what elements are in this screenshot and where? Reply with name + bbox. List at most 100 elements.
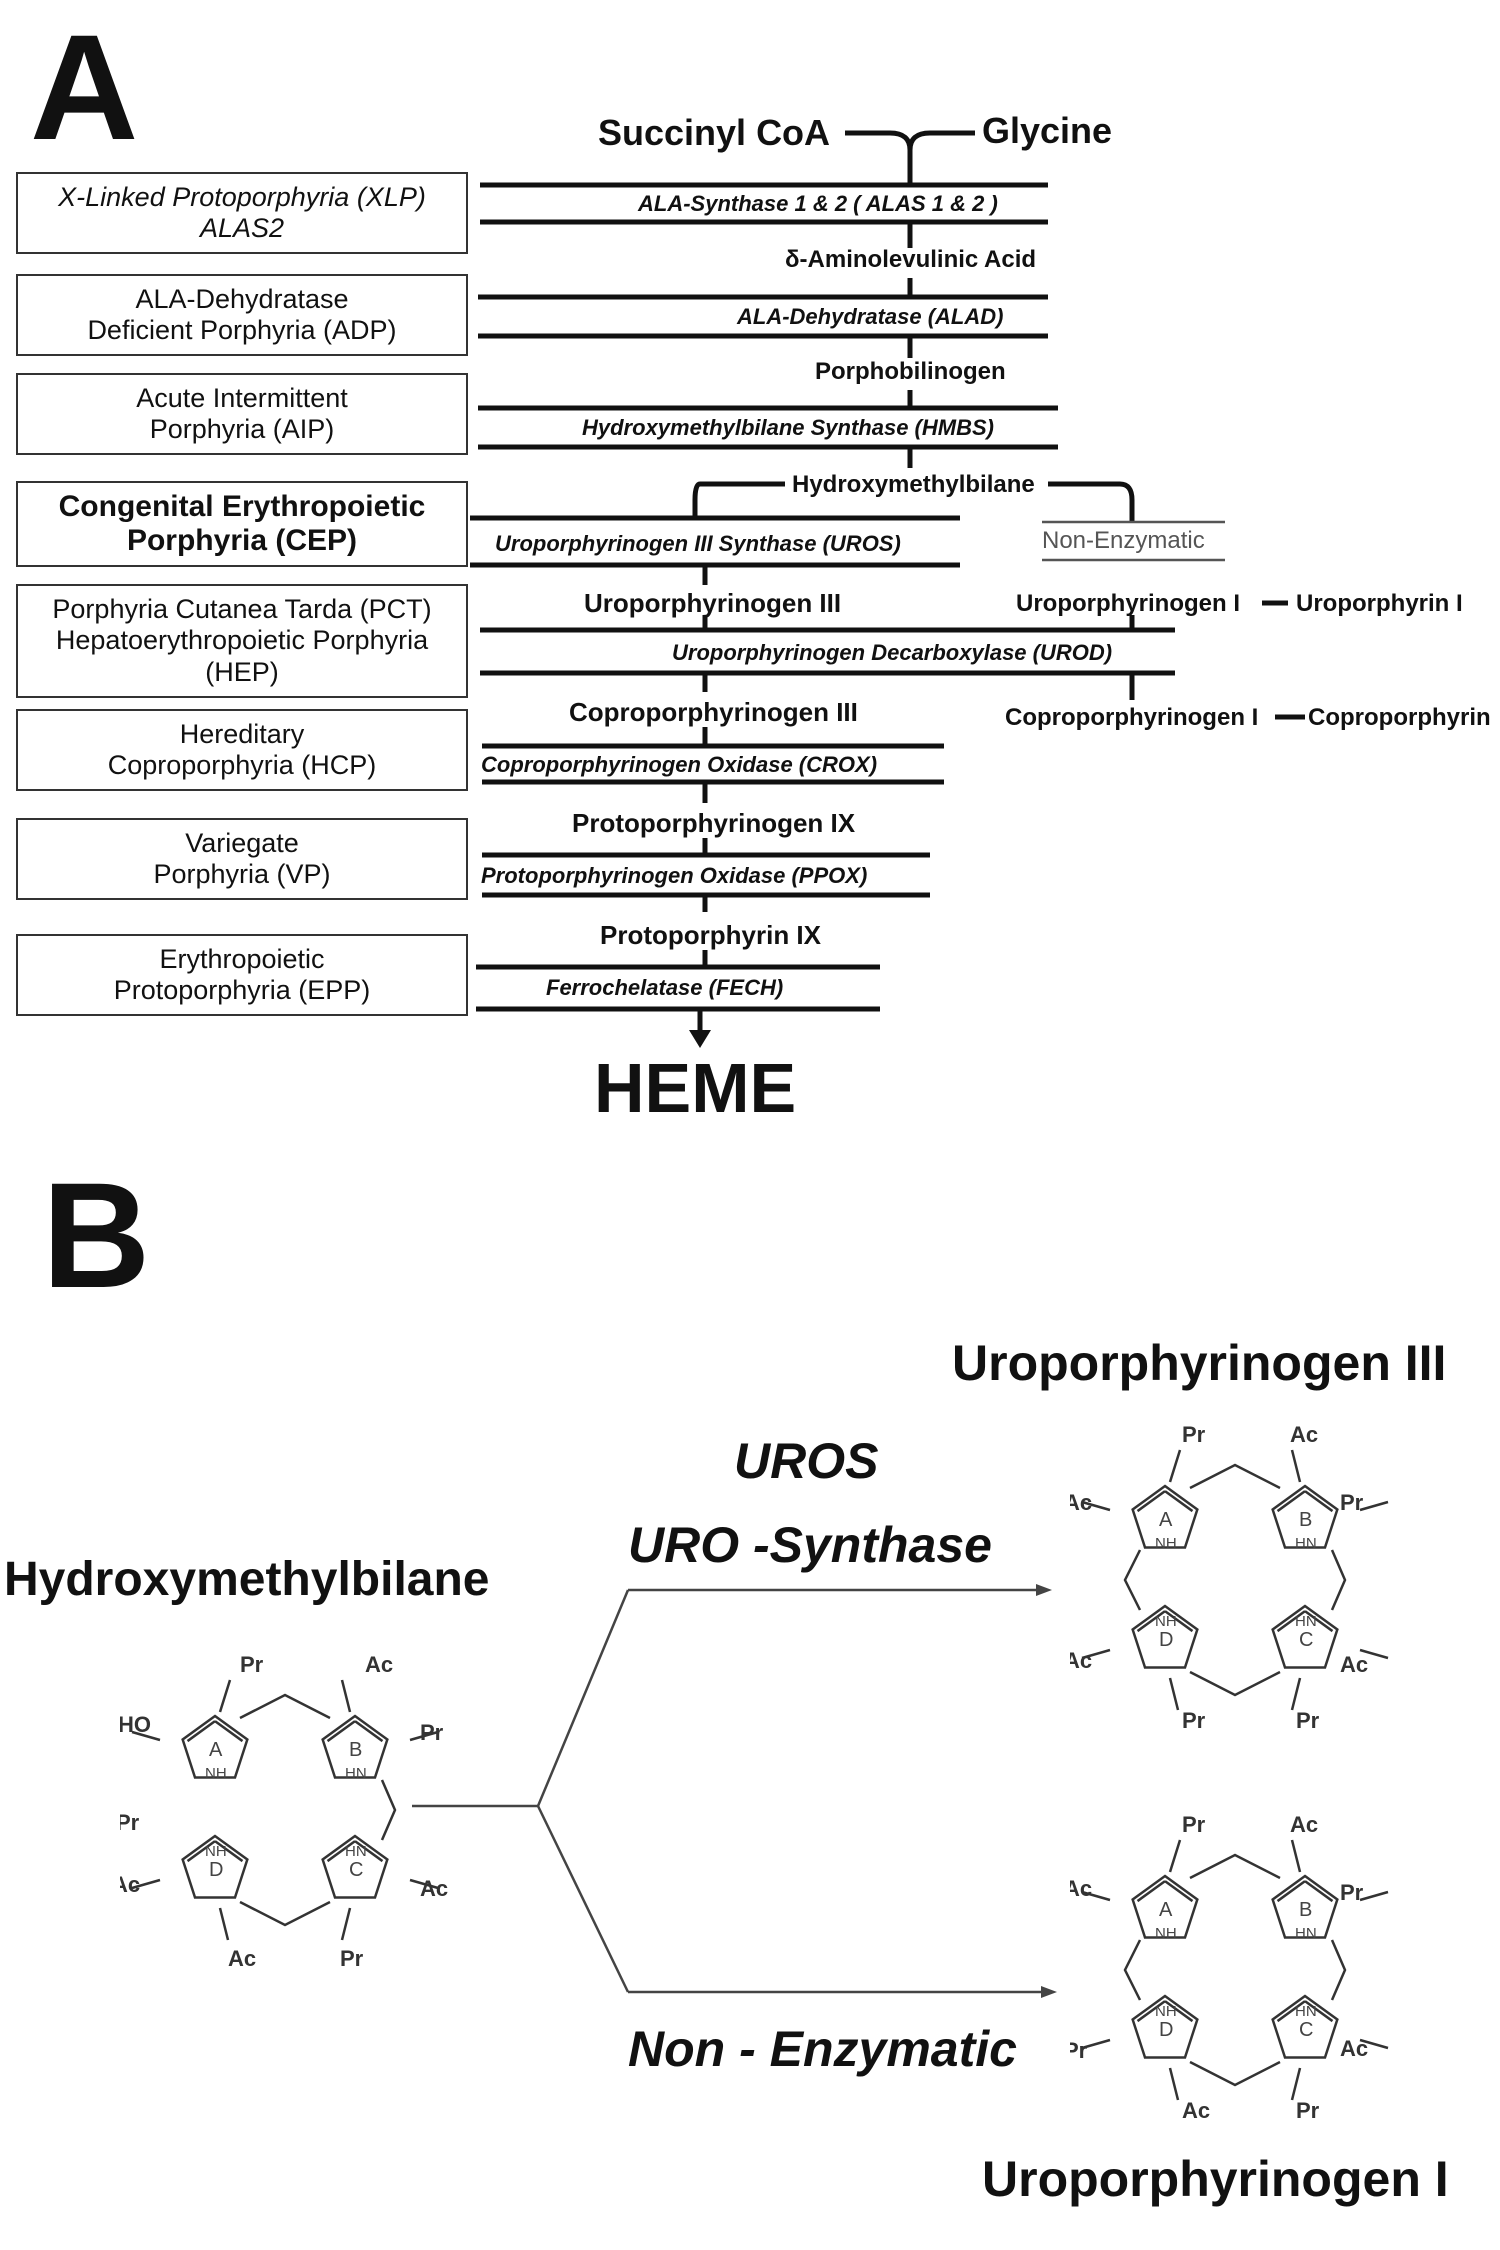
disease-name: Protoporphyria (EPP) [113, 975, 371, 1005]
disease-box-hcp: Hereditary Coproporphyria (HCP) [16, 709, 468, 791]
substituent-ac: Ac [1070, 1490, 1092, 1515]
disease-gene: ALAS2 [199, 213, 285, 243]
substituent-pr: Pr [1182, 1708, 1206, 1733]
substituent-pr: Pr [1182, 1422, 1206, 1447]
substituent-pr: Pr [1182, 1812, 1206, 1837]
ring-letter: B [1299, 1899, 1312, 1921]
enzyme-hmbs: Hydroxymethylbilane Synthase (HMBS) [582, 415, 994, 440]
substituent-pr: Pr [1296, 1708, 1320, 1733]
ring-letter: B [349, 1739, 362, 1761]
glycine-label: Glycine [982, 110, 1113, 151]
ring-letter: C [349, 1859, 363, 1881]
ring-letter: A [1159, 1509, 1173, 1531]
uros-label: UROS [734, 1433, 879, 1489]
disease-box-xlp: X-Linked Protoporphyria (XLP) ALAS2 [16, 172, 468, 254]
disease-box-epp: Erythropoietic Protoporphyria (EPP) [16, 934, 468, 1016]
metabolite-uroporphyrin: Uroporphyrin I [1296, 590, 1463, 617]
disease-name: Erythropoietic [159, 943, 325, 974]
disease-box-vp: Variegate Porphyria (VP) [16, 818, 468, 900]
metabolite-protogen: Protoporphyrinogen IX [572, 808, 856, 838]
nh-label: NH [205, 1843, 227, 1860]
pathway-lines [470, 130, 1305, 1048]
pyrrole-ring-d: DNH [181, 1834, 249, 1899]
molecule-hydroxymethylbilane: ANHBHNCHNDNHPrAcHOPrPrAcAcAcPr [120, 1652, 448, 1971]
nh-label: HN [345, 1843, 367, 1860]
panel-a-letter: A [30, 3, 139, 171]
substituent-ac: Ac [1290, 1422, 1318, 1447]
substituent-pr: Pr [240, 1652, 264, 1677]
nh-label: HN [1295, 1613, 1317, 1630]
reaction-arrows [412, 1584, 1057, 1998]
uro-synthase-label: URO -Synthase [628, 1517, 992, 1573]
nh-label: NH [1155, 2003, 1177, 2020]
metabolite-copro3: Coproporphyrinogen III [569, 697, 858, 727]
substituent-pr: Pr [1296, 2098, 1320, 2123]
disease-name: Porphyria (VP) [153, 859, 331, 889]
disease-name: Porphyria Cutanea Tarda (PCT) [52, 594, 432, 625]
substituent-pr: Pr [120, 1810, 140, 1835]
heme-label: HEME [594, 1049, 797, 1127]
ring-letter: A [209, 1739, 223, 1761]
disease-name: Hereditary [179, 718, 305, 749]
disease-name: Porphyria (CEP) [126, 524, 358, 557]
enzyme-alas: ALA-Synthase 1 & 2 ( ALAS 1 & 2 ) [638, 191, 998, 216]
substituent-pr: Pr [1340, 1490, 1364, 1515]
nh-label: HN [1295, 1925, 1317, 1942]
ring-letter: D [1159, 2019, 1173, 2041]
disease-name: Hepatoerythropoietic Porphyria [55, 625, 429, 656]
substituent-ac: Ac [228, 1946, 256, 1971]
metabolite-pbg: Porphobilinogen [815, 358, 1006, 385]
disease-box-cep: Congenital Erythropoietic Porphyria (CEP… [16, 481, 468, 567]
disease-box-aip: Acute Intermittent Porphyria (AIP) [16, 373, 468, 455]
pyrrole-ring-c: CHN [1271, 1994, 1339, 2059]
pyrrole-ring-c: CHN [1271, 1604, 1339, 1669]
ring-letter: C [1299, 1629, 1313, 1651]
pyrrole-ring-a: ANH [181, 1714, 249, 1782]
enzyme-uros: Uroporphyrinogen III Synthase (UROS) [495, 531, 901, 556]
disease-name: (HEP) [205, 656, 279, 687]
uro3-title: Uroporphyrinogen III [952, 1335, 1447, 1391]
disease-box-pct-hep: Porphyria Cutanea Tarda (PCT) Hepatoeryt… [16, 584, 468, 698]
nh-label: HN [1295, 2003, 1317, 2020]
ring-letter: D [209, 1859, 223, 1881]
ring-letter: D [1159, 1629, 1173, 1651]
disease-box-adp: ALA-Dehydratase Deficient Porphyria (ADP… [16, 274, 468, 356]
pyrrole-ring-b: B HN [1271, 1874, 1339, 1942]
substituent-ac: Ac [1290, 1812, 1318, 1837]
metabolite-uro3: Uroporphyrinogen III [584, 588, 842, 618]
pyrrole-ring-d: DNH [1131, 1994, 1199, 2059]
metabolite-ala: δ-Aminolevulinic Acid [785, 246, 1037, 273]
disease-name: ALA-Dehydratase [135, 283, 349, 314]
metabolite-hmb: Hydroxymethylbilane [792, 471, 1035, 498]
ring-letter: B [1299, 1509, 1312, 1531]
metabolite-coproporphyrin: Coproporphyrin [1308, 704, 1491, 731]
enzyme-fech: Ferrochelatase (FECH) [546, 975, 784, 1000]
pyrrole-ring-a: A NH [1131, 1484, 1199, 1552]
substituent-pr: Pr [1340, 1880, 1364, 1905]
substituent-ac: Ac [1070, 1876, 1092, 1901]
substituent-ac: Ac [1182, 2098, 1210, 2123]
substituent-ac: Ac [120, 1872, 140, 1897]
metabolite-proto: Protoporphyrin IX [600, 920, 821, 950]
substituent-ac: Ac [420, 1876, 448, 1901]
disease-name: Porphyria (AIP) [149, 414, 335, 444]
enzyme-crox: Coproporphyrinogen Oxidase (CROX) [481, 752, 878, 777]
nh-label: HN [345, 1765, 367, 1782]
non-enzymatic-label: Non-Enzymatic [1042, 527, 1205, 554]
substituent-ac: Ac [1340, 2036, 1368, 2061]
substituent-ac: Ac [1070, 1648, 1092, 1673]
metabolite-copro1: Coproporphyrinogen I [1005, 704, 1259, 731]
disease-name: X-Linked Protoporphyria (XLP) [58, 181, 426, 212]
succinyl-coa-label: Succinyl CoA [598, 112, 831, 153]
nh-label: HN [1295, 1535, 1317, 1552]
pyrrole-ring-b: B HN [321, 1714, 389, 1782]
disease-name: Congenital Erythropoietic [58, 489, 426, 523]
disease-name: Coproporphyria (HCP) [107, 750, 377, 780]
substituent-ac: Ac [1340, 1652, 1368, 1677]
metabolite-uro1: Uroporphyrinogen I [1016, 590, 1240, 617]
enzyme-alad: ALA-Dehydratase (ALAD) [737, 304, 1004, 329]
nh-label: NH [1155, 1535, 1177, 1552]
nh-label: NH [1155, 1613, 1177, 1630]
